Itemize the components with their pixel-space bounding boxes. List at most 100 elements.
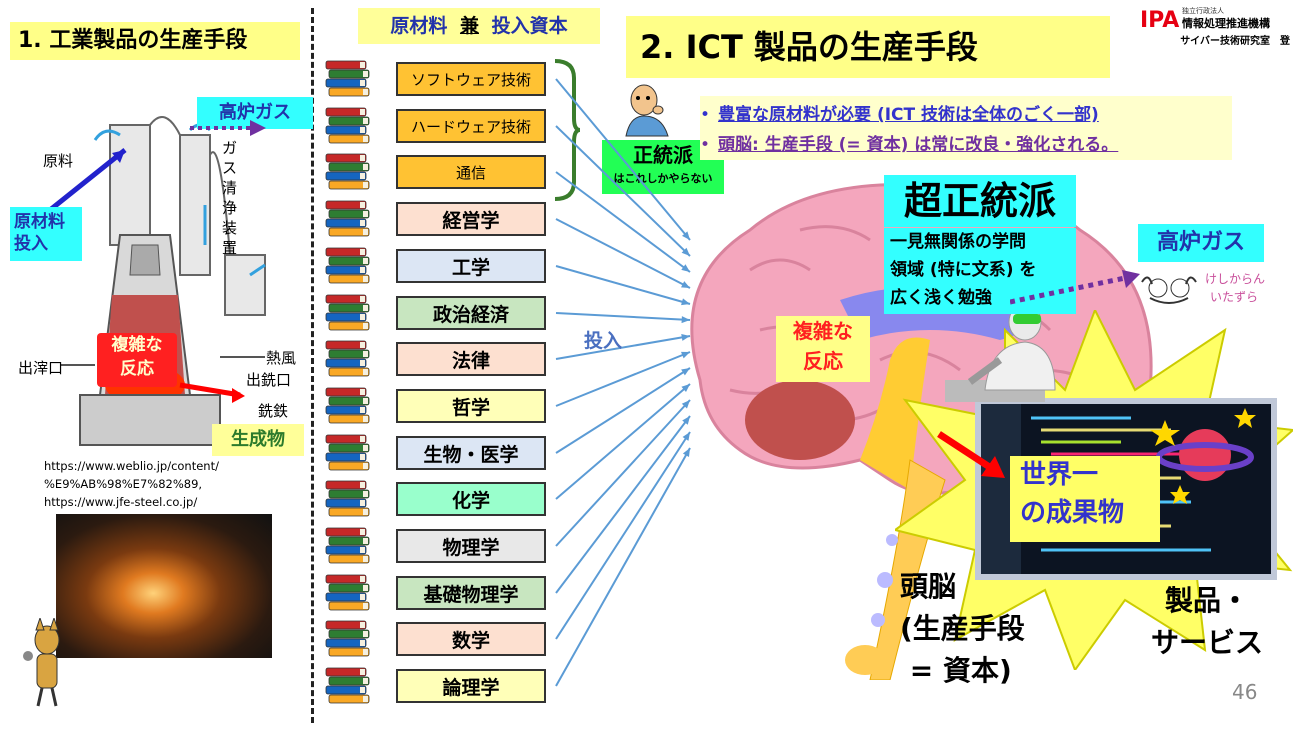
right-blast-gas-label: 高炉ガス [1138,224,1264,262]
input-arrow-head [681,281,690,288]
book [325,60,367,70]
prank-text-2: いたずら [1210,290,1259,304]
input-arrow-line [555,431,691,640]
book-stack-icon [325,667,370,704]
book-pages [363,71,368,77]
book [325,452,367,462]
cherubs-icon [1141,276,1197,304]
input-label: 投入 [584,330,623,352]
book-pages [360,436,365,442]
bullet-list: •豊富な原材料が必要 (ICT 技術は全体のごく一部) •頭脳: 生産手段 (=… [700,96,1232,160]
book-pages [363,649,368,655]
book-pages [363,491,368,497]
ipa-logo: IPA 独立行政法人 情報処理推進機構 サイバー技術研究室 登 [1140,6,1290,47]
book [328,507,370,517]
book [325,405,367,415]
book [328,443,370,453]
book-pages [360,500,365,506]
book-stack-icon [325,107,370,144]
input-arrow-line [555,383,691,500]
book-pages [360,529,365,535]
subject-box: 基礎物理学 [396,576,546,610]
orthodox-brace [554,59,581,201]
book-pages [363,211,368,217]
book-pages [363,351,368,357]
orthodox-title: 正統派 [633,143,693,167]
header-investment: 投入資本 [491,15,568,37]
book [328,489,370,499]
input-arrow-line [555,447,691,687]
book-pages [360,127,365,133]
left-complex-reaction: 複雑な 反応 [97,333,177,387]
steel-plant-photo [56,514,272,658]
book-stack-icon [325,200,370,237]
book-pages [360,342,365,348]
book [325,434,367,444]
book [325,545,367,555]
subject-box: 政治経済 [396,296,546,330]
book [325,107,367,117]
book [328,367,370,377]
book [328,396,370,406]
book-pages [363,398,368,404]
subject-box: 生物・医学 [396,436,546,470]
book-stack-icon [325,60,370,97]
source-urls: https://www.weblio.jp/content/ %E9%AB%98… [44,459,219,509]
input-arrow-line [555,265,691,305]
book-stack-icon [325,153,370,190]
input-arrow-line [555,171,691,273]
orthodox-subtitle: はこれしかやらない [613,172,713,185]
book [328,676,370,686]
book-pages [363,538,368,544]
subject-box: 哲学 [396,389,546,423]
book-pages [363,258,368,264]
slag-hole-label: 出滓口 [18,359,64,377]
book-pages [360,296,365,302]
book-stack-icon [325,620,370,657]
book [328,303,370,313]
planet-icon [1150,408,1256,504]
book-pages [363,445,368,451]
book-pages [360,360,365,366]
gas-cleaner-label: ガス清浄装置 [222,139,238,257]
book-pages [363,696,368,702]
book [325,265,367,275]
book-pages [363,556,368,562]
book-pages [363,323,368,329]
input-arrow-line [555,399,691,547]
subject-box: 物理学 [396,529,546,563]
subject-box: ハードウェア技術 [396,109,546,143]
middle-header: 原材料 兼 投入資本 [358,8,600,44]
book [328,116,370,126]
result-arrow [937,431,1005,478]
input-arrow-line [555,125,691,257]
book-pages [360,669,365,675]
right-blast-gas-arrow [1010,270,1140,305]
book-pages [360,202,365,208]
book-pages [363,182,368,188]
book-pages [360,155,365,161]
book-pages [360,454,365,460]
raw-input-label: 原材料 投入 [10,207,82,261]
book-pages [363,509,368,515]
book [328,601,370,611]
header-and: 兼 [459,15,479,37]
book [325,171,367,181]
book-pages [363,164,368,170]
book-pages [360,687,365,693]
book [328,227,370,237]
input-arrow-line [555,78,691,241]
book [325,294,367,304]
book [328,536,370,546]
book-pages [363,678,368,684]
book [328,134,370,144]
book [328,256,370,266]
book-pages [363,89,368,95]
blast-gas-arrow [190,120,266,136]
book-pages [360,389,365,395]
book [325,620,367,630]
ipa-author: サイバー技術研究室 登 [1180,36,1290,47]
book-pages [360,173,365,179]
subject-box: 通信 [396,155,546,189]
